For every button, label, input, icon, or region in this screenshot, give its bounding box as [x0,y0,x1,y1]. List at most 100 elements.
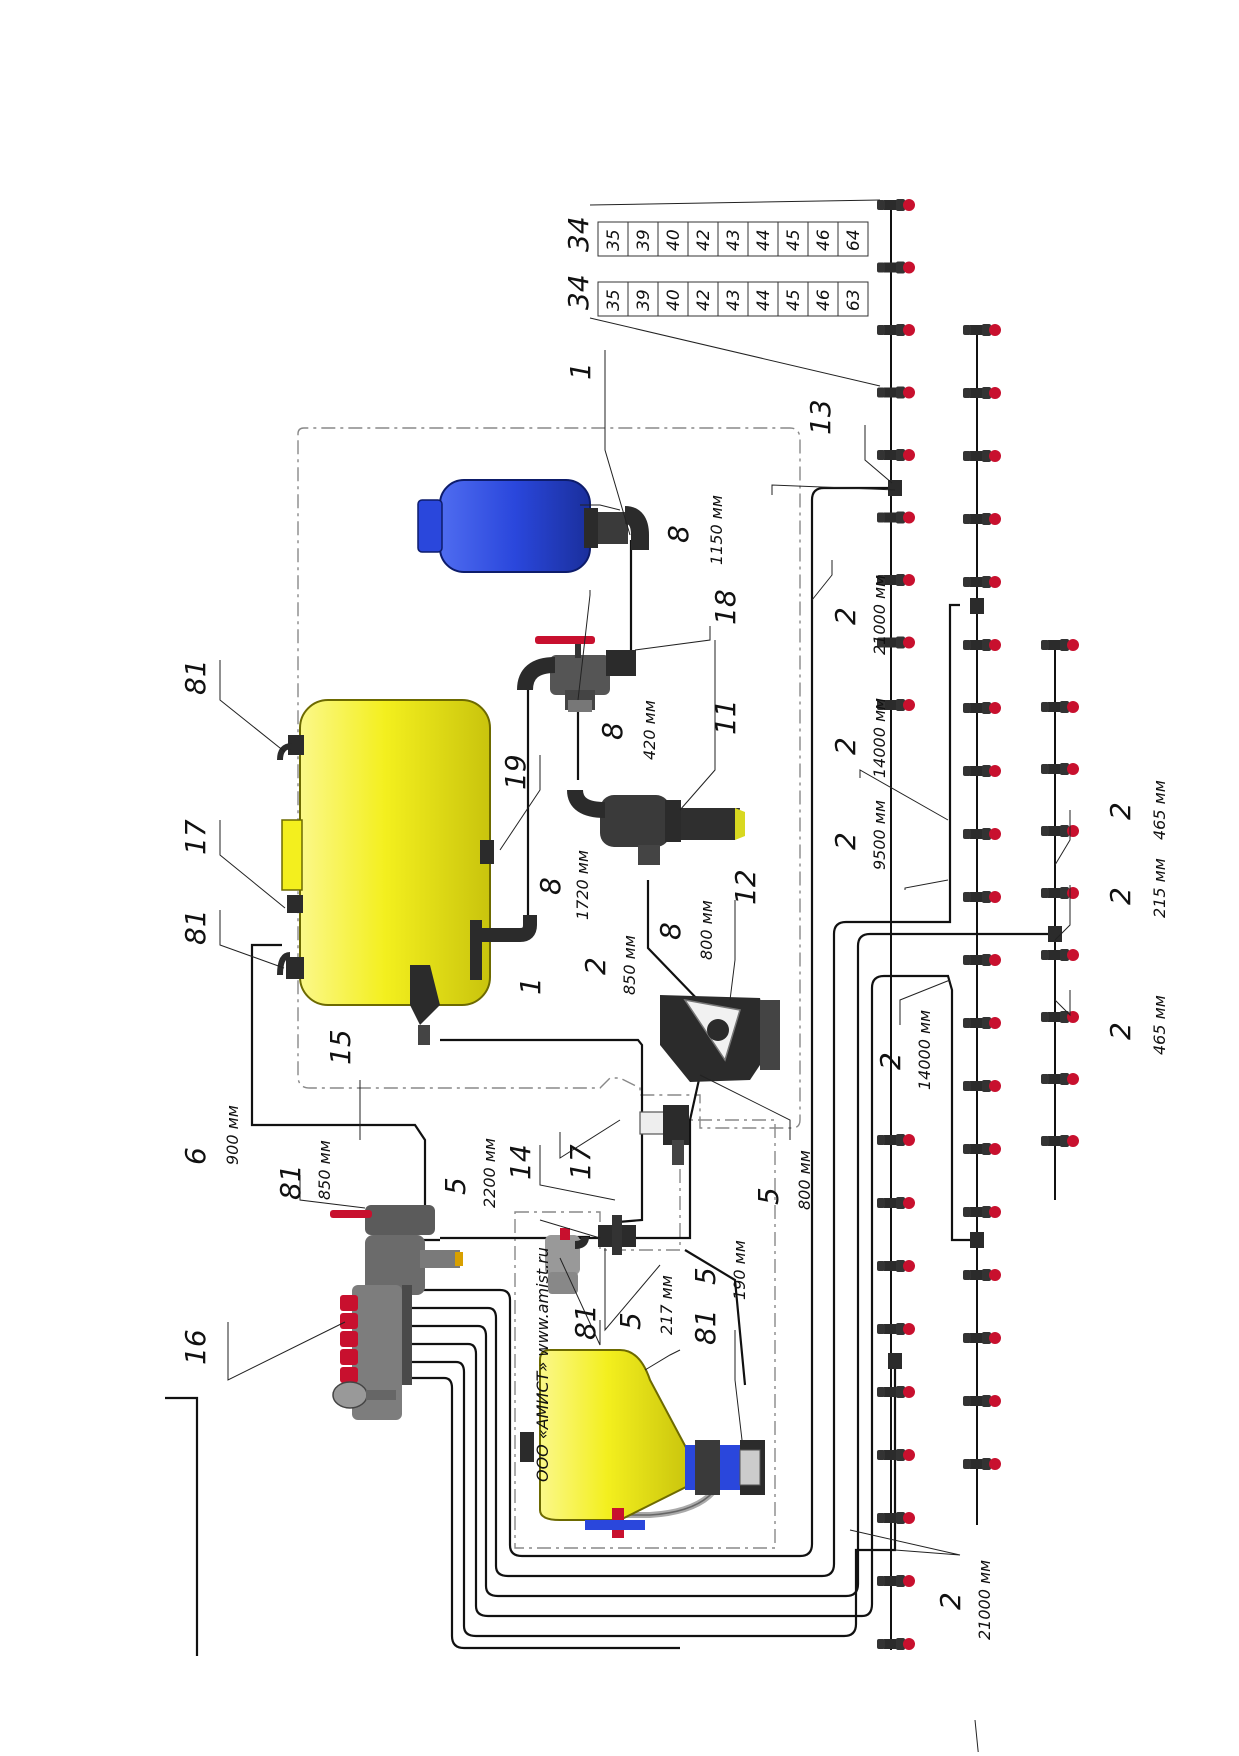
label-6: 6 [179,1147,212,1165]
spray-nozzle [963,1143,1001,1155]
length-900: 900 мм [223,1105,242,1165]
label-17-mid: 17 [564,1144,597,1180]
spray-nozzle [877,1575,915,1587]
tank-module-frame [297,427,801,1129]
length-1720: 1720 мм [573,850,592,920]
label-2-14000-bottom: 2 [874,1052,907,1070]
label-81-left: 81 [274,1164,307,1200]
label-8-d: 8 [654,922,687,940]
tee-connector [598,1215,636,1255]
length-800-a: 800 мм [697,900,716,960]
spray-nozzle [877,449,915,461]
label-2-9500: 2 [829,832,862,850]
table-value: 64 [844,229,864,251]
spray-nozzle [877,1260,915,1272]
main-tank [277,699,537,1045]
length-800-b: 800 мм [795,1150,814,1210]
spray-nozzle [963,387,1001,399]
table-value: 42 [694,229,714,251]
spray-nozzle [1041,887,1079,899]
length-850-a: 850 мм [620,935,639,995]
spray-nozzle [1041,825,1079,837]
spray-nozzle [1041,701,1079,713]
spray-nozzle [877,1323,915,1335]
table-value: 42 [694,289,714,311]
spray-nozzle [877,324,915,336]
table-value: 35 [604,229,624,251]
spray-nozzle [1041,763,1079,775]
clean-water-tank [417,479,649,573]
label-5-190: 5 [689,1267,722,1285]
label-5-217: 5 [614,1312,647,1330]
spray-nozzle [963,765,1001,777]
spray-nozzle [963,702,1001,714]
label-15: 15 [324,1029,357,1065]
spray-nozzle [1041,1011,1079,1023]
spray-nozzle [877,199,915,211]
spray-nozzle [963,450,1001,462]
label-1-top: 1 [564,362,597,380]
length-21000-top: 21000 мм [870,575,889,655]
table-value: 43 [724,229,744,251]
sheet-frame-corner [165,1396,199,1656]
three-way-valve [517,636,636,712]
table-cell [837,221,869,257]
chemical-inductor: ООО «АМИСТ» www.amist.ru [520,1247,765,1538]
spray-nozzle [963,1206,1001,1218]
label-13: 13 [804,399,837,435]
spray-nozzle [877,1638,915,1650]
label-1-mid: 1 [514,977,547,995]
length-190: 190 мм [730,1240,749,1300]
spray-nozzle [877,511,915,524]
pipes [250,486,1050,1650]
length-465-bottom: 465 мм [1150,995,1169,1055]
diaphragm-pump [660,995,780,1082]
label-2-14000-top: 2 [829,737,862,755]
table-value: 40 [664,229,684,251]
spray-nozzle [877,386,915,399]
length-465-top: 465 мм [1150,780,1169,840]
length-420: 420 мм [640,700,659,760]
position-labels: 81 17 81 19 1 1 8 8 8 8 18 11 12 13 15 6… [179,216,1137,1610]
spray-nozzle [877,1197,915,1209]
spray-nozzle [1041,1073,1079,1085]
spray-nozzle [963,576,1001,588]
label-2-465-top: 2 [1104,802,1137,820]
spray-nozzle [963,828,1001,840]
table-value: 39 [634,229,654,251]
boom-feed-fittings [888,480,1062,1369]
leader-lines [219,199,1071,1756]
table-value: 40 [664,289,684,311]
table-value: 45 [784,289,804,311]
spray-nozzle [963,324,1001,336]
label-8-b: 8 [596,722,629,740]
length-9500: 9500 мм [870,800,889,870]
label-11: 11 [709,699,742,735]
spray-nozzle [1041,639,1079,651]
spray-nozzle [963,1080,1001,1092]
spray-nozzle [877,1512,915,1524]
label-81-valve: 81 [569,1304,602,1340]
length-1150: 1150 мм [707,495,726,565]
label-2-465-bottom: 2 [1104,1022,1137,1040]
table-value: 46 [814,289,834,311]
label-17-top: 17 [179,819,212,855]
table-value: 44 [754,229,774,251]
spray-nozzle [963,1332,1001,1344]
spray-nozzle [963,954,1001,966]
section-distributor [330,1205,463,1420]
spray-nozzle [877,1386,915,1398]
spray-nozzle [963,1269,1001,1281]
table-cell [837,281,869,317]
length-217: 217 мм [657,1275,676,1335]
label-5-right: 5 [752,1187,785,1205]
table-value: 45 [784,229,804,251]
table-value: 63 [844,289,864,311]
suction-filter [567,789,745,865]
label-2-21000-bottom: 2 [934,1592,967,1610]
length-21000-bottom: 21000 мм [975,1560,994,1640]
label-19: 19 [499,754,532,790]
